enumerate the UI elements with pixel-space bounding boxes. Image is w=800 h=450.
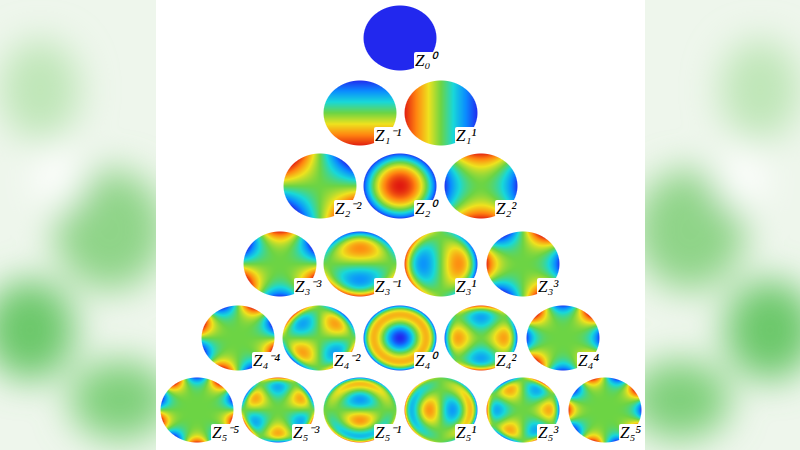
zernike-disc: Z₅³ <box>486 377 560 443</box>
disc-image <box>444 153 518 219</box>
zernike-disc: Z₁⁻¹ <box>323 80 397 146</box>
disc-image <box>568 377 642 443</box>
zernike-disc: Z₅⁻⁵ <box>160 377 234 443</box>
zernike-disc: Z₂² <box>444 153 518 219</box>
disc-image <box>404 377 478 443</box>
disc-image <box>363 305 437 371</box>
mode-label: Z₅⁻⁵ <box>211 424 240 441</box>
mode-label: Z₄⁻⁴ <box>252 352 281 369</box>
zernike-disc: Z₅⁻¹ <box>323 377 397 443</box>
zernike-disc: Z₃³ <box>486 231 560 297</box>
disc-image <box>363 153 437 219</box>
mode-label: Z₃³ <box>537 278 559 295</box>
mode-label: Z₃¹ <box>455 278 477 295</box>
mode-label: Z₂² <box>495 200 517 217</box>
mode-label: Z₃⁻¹ <box>374 278 402 295</box>
mode-label: Z₅⁻³ <box>292 424 320 441</box>
mode-label: Z₁¹ <box>455 127 477 144</box>
mode-label: Z₅³ <box>537 424 559 441</box>
zernike-disc: Z₃⁻¹ <box>323 231 397 297</box>
white-panel <box>156 0 645 450</box>
zernike-disc: Z₀⁰ <box>363 5 437 71</box>
zernike-disc: Z₅⁻³ <box>241 377 315 443</box>
mode-label: Z₄⁻² <box>333 352 361 369</box>
zernike-disc: Z₄⁴ <box>526 305 600 371</box>
mode-label: Z₄² <box>495 352 517 369</box>
zernike-disc: Z₂⁰ <box>363 153 437 219</box>
mode-label: Z₂⁻² <box>334 200 362 217</box>
right-band <box>630 0 800 450</box>
mode-label: Z₄⁴ <box>577 352 600 369</box>
disc-image <box>444 305 518 371</box>
zernike-disc: Z₃¹ <box>404 231 478 297</box>
disc-image <box>404 80 478 146</box>
mode-label: Z₅⁵ <box>619 424 642 441</box>
mode-label: Z₅⁻¹ <box>374 424 402 441</box>
zernike-disc: Z₅¹ <box>404 377 478 443</box>
zernike-disc: Z₄⁻² <box>282 305 356 371</box>
left-band <box>0 0 170 450</box>
zernike-disc: Z₄⁻⁴ <box>201 305 275 371</box>
mode-label: Z₄⁰ <box>414 352 437 369</box>
zernike-disc: Z₂⁻² <box>283 153 357 219</box>
disc-image <box>486 231 560 297</box>
zernike-disc: Z₄⁰ <box>363 305 437 371</box>
mode-label: Z₃⁻³ <box>294 278 322 295</box>
disc-image <box>526 305 600 371</box>
zernike-disc: Z₅⁵ <box>568 377 642 443</box>
mode-label: Z₀⁰ <box>414 52 437 69</box>
zernike-disc: Z₁¹ <box>404 80 478 146</box>
mode-label: Z₂⁰ <box>414 200 437 217</box>
mode-label: Z₁⁻¹ <box>374 127 402 144</box>
mode-label: Z₅¹ <box>455 424 477 441</box>
zernike-disc: Z₄² <box>444 305 518 371</box>
disc-image <box>486 377 560 443</box>
disc-image <box>363 5 437 71</box>
disc-image <box>404 231 478 297</box>
zernike-disc: Z₃⁻³ <box>243 231 317 297</box>
